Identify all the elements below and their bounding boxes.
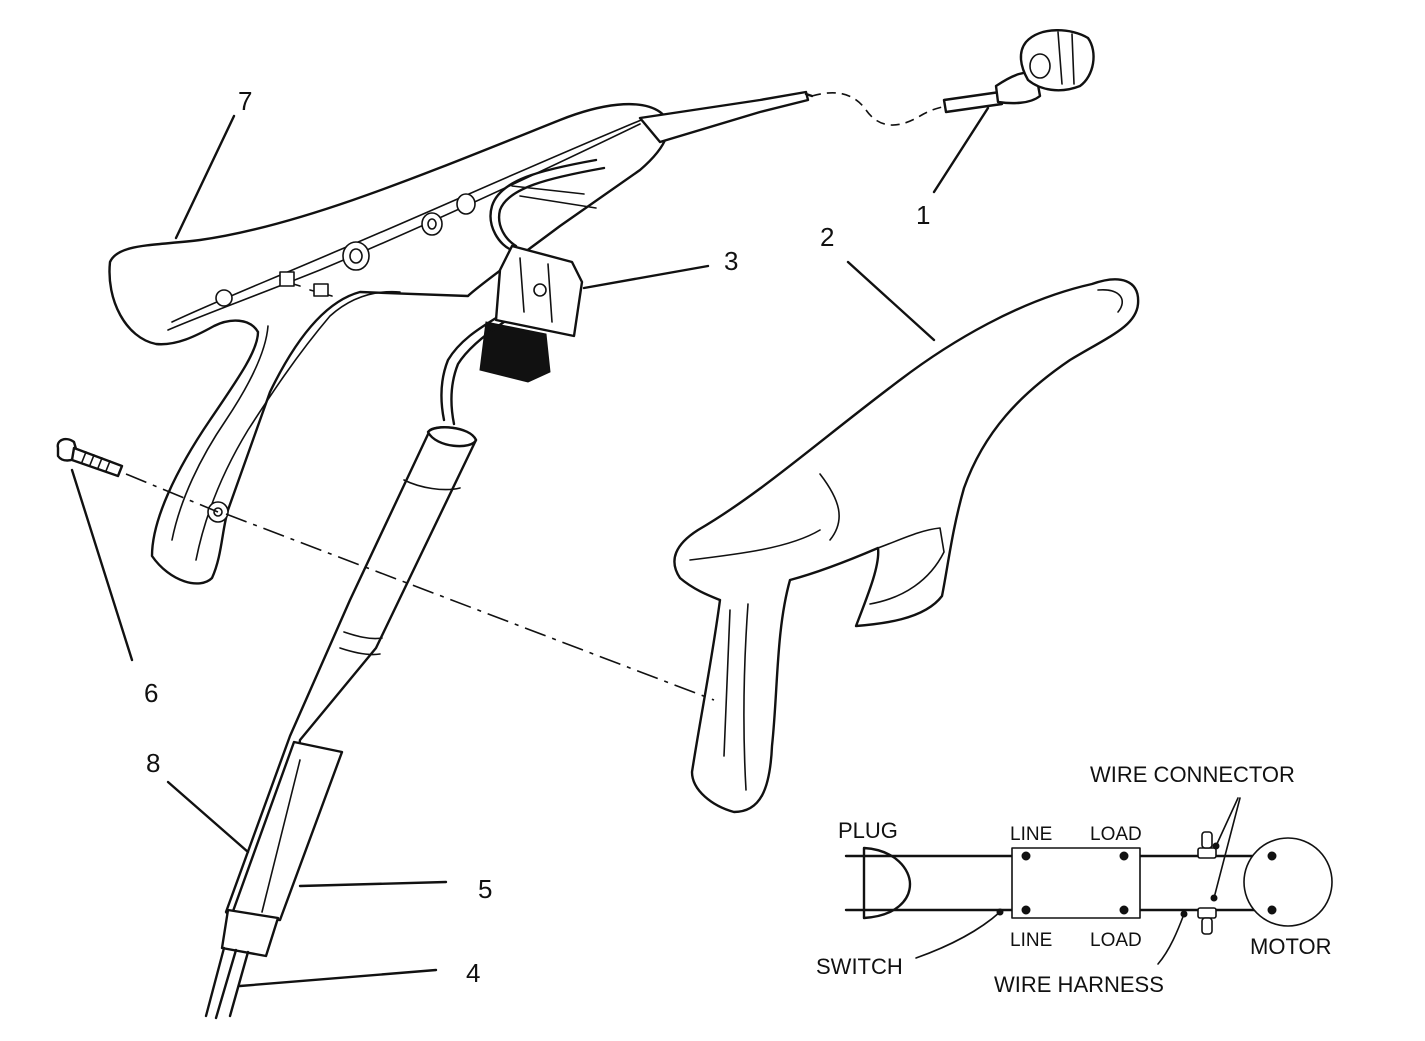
callout-8: 8 (146, 748, 160, 778)
line-label-top: LINE (1010, 824, 1052, 845)
switch-assembly (440, 158, 606, 426)
load-label-top: LOAD (1090, 824, 1142, 845)
callout-7: 7 (238, 86, 252, 116)
callout-2: 2 (820, 222, 834, 252)
line-label-bottom: LINE (1010, 930, 1052, 951)
assembly-line-b (225, 513, 715, 701)
motor-label: MOTOR (1250, 934, 1331, 959)
wiring-schematic: PLUG SWITCH LINE LOAD LINE LOAD WIRE CON… (816, 762, 1333, 997)
handle-half-left (108, 102, 670, 585)
wire-connector-top (1197, 831, 1217, 859)
wand-tube (204, 426, 478, 1020)
plug-label: PLUG (838, 818, 898, 843)
assembly-line-a (125, 473, 219, 513)
switch-symbol (1011, 847, 1141, 919)
screw (56, 437, 124, 478)
motor-symbol (1243, 837, 1333, 927)
switch-label: SWITCH (816, 954, 903, 979)
wire-harness-label: WIRE HARNESS (994, 972, 1164, 997)
power-cord (638, 29, 1095, 144)
leader-lines (70, 106, 990, 988)
plug-symbol (862, 846, 912, 920)
callout-1: 1 (916, 200, 930, 230)
callout-4: 4 (466, 958, 480, 988)
callout-6: 6 (144, 678, 158, 708)
wire-connector-bottom (1197, 907, 1217, 935)
load-label-bottom: LOAD (1090, 930, 1142, 951)
callout-5: 5 (478, 874, 492, 904)
wire-connector-label: WIRE CONNECTOR (1090, 762, 1295, 787)
callout-numbers: 7 1 2 3 6 8 5 4 (144, 86, 930, 988)
handle-half-right (673, 278, 1140, 814)
callout-3: 3 (724, 246, 738, 276)
